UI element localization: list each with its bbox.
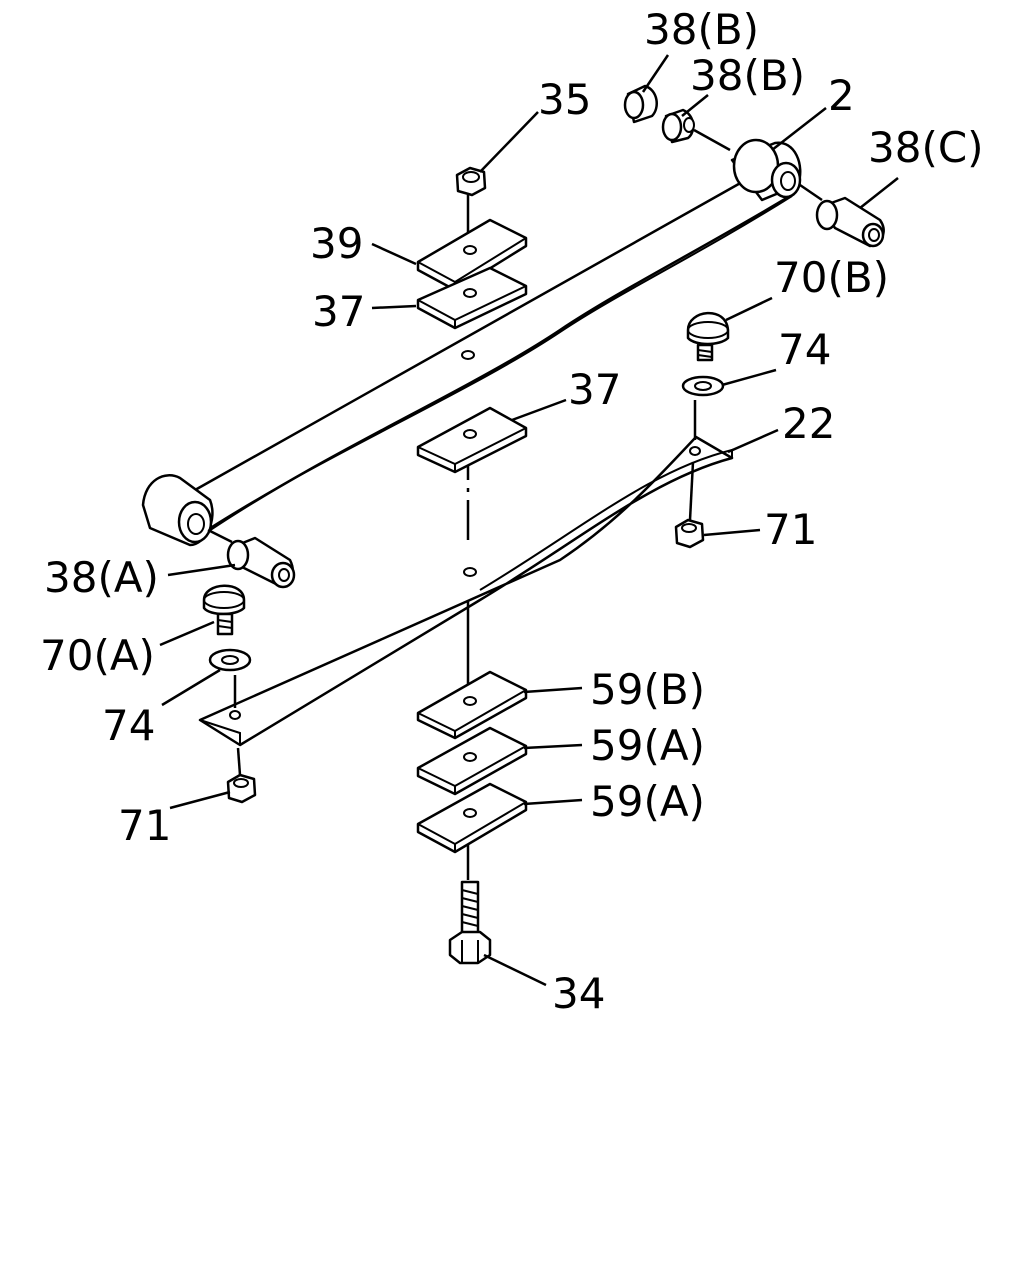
callout-39: 39 bbox=[310, 219, 363, 268]
bumper-70b bbox=[686, 311, 730, 362]
plate-37-middle bbox=[416, 406, 528, 474]
callout-37-top: 37 bbox=[312, 287, 365, 336]
nut-71-left bbox=[226, 773, 257, 804]
bumper-70a bbox=[202, 584, 246, 636]
helper-leaf-spring bbox=[198, 435, 734, 747]
callout-22: 22 bbox=[782, 399, 835, 448]
callout-70b: 70(B) bbox=[774, 253, 889, 302]
callout-38b-second: 38(B) bbox=[690, 51, 805, 100]
bolt-34 bbox=[448, 880, 492, 965]
plate-59b bbox=[416, 670, 528, 740]
washer-74-right bbox=[681, 375, 725, 397]
callout-59b: 59(B) bbox=[590, 665, 705, 714]
callout-35: 35 bbox=[538, 75, 591, 124]
bushing-38b-second bbox=[661, 108, 731, 152]
callout-labels: 38(B) 38(B) 35 2 38(C) 39 70(B) 37 74 37… bbox=[40, 5, 984, 1018]
callout-74-right: 74 bbox=[778, 325, 831, 374]
nut-35 bbox=[455, 166, 487, 197]
callout-71-left: 71 bbox=[118, 801, 171, 850]
plate-59a-first bbox=[416, 726, 528, 796]
callout-71-right: 71 bbox=[764, 505, 817, 554]
callout-74-left: 74 bbox=[102, 701, 155, 750]
callout-59a-first: 59(A) bbox=[590, 721, 705, 770]
leader-lines bbox=[159, 54, 899, 987]
callout-70a: 70(A) bbox=[40, 631, 155, 680]
callout-59a-second: 59(A) bbox=[590, 777, 705, 826]
plate-37-top bbox=[416, 266, 528, 330]
callout-38a: 38(A) bbox=[44, 553, 159, 602]
callout-38b-first: 38(B) bbox=[644, 5, 759, 54]
nut-71-right bbox=[674, 518, 705, 549]
bushing-38b-first bbox=[623, 84, 658, 124]
callout-34: 34 bbox=[552, 969, 605, 1018]
main-leaf-spring bbox=[141, 138, 802, 547]
bushing-38a bbox=[207, 528, 296, 589]
callout-38c: 38(C) bbox=[868, 123, 984, 172]
plate-59a-second bbox=[416, 782, 528, 854]
bushing-38c bbox=[799, 183, 885, 248]
callout-2: 2 bbox=[828, 71, 855, 120]
callout-37-middle: 37 bbox=[568, 365, 621, 414]
plate-39 bbox=[416, 218, 528, 292]
washer-74-left bbox=[208, 648, 252, 672]
